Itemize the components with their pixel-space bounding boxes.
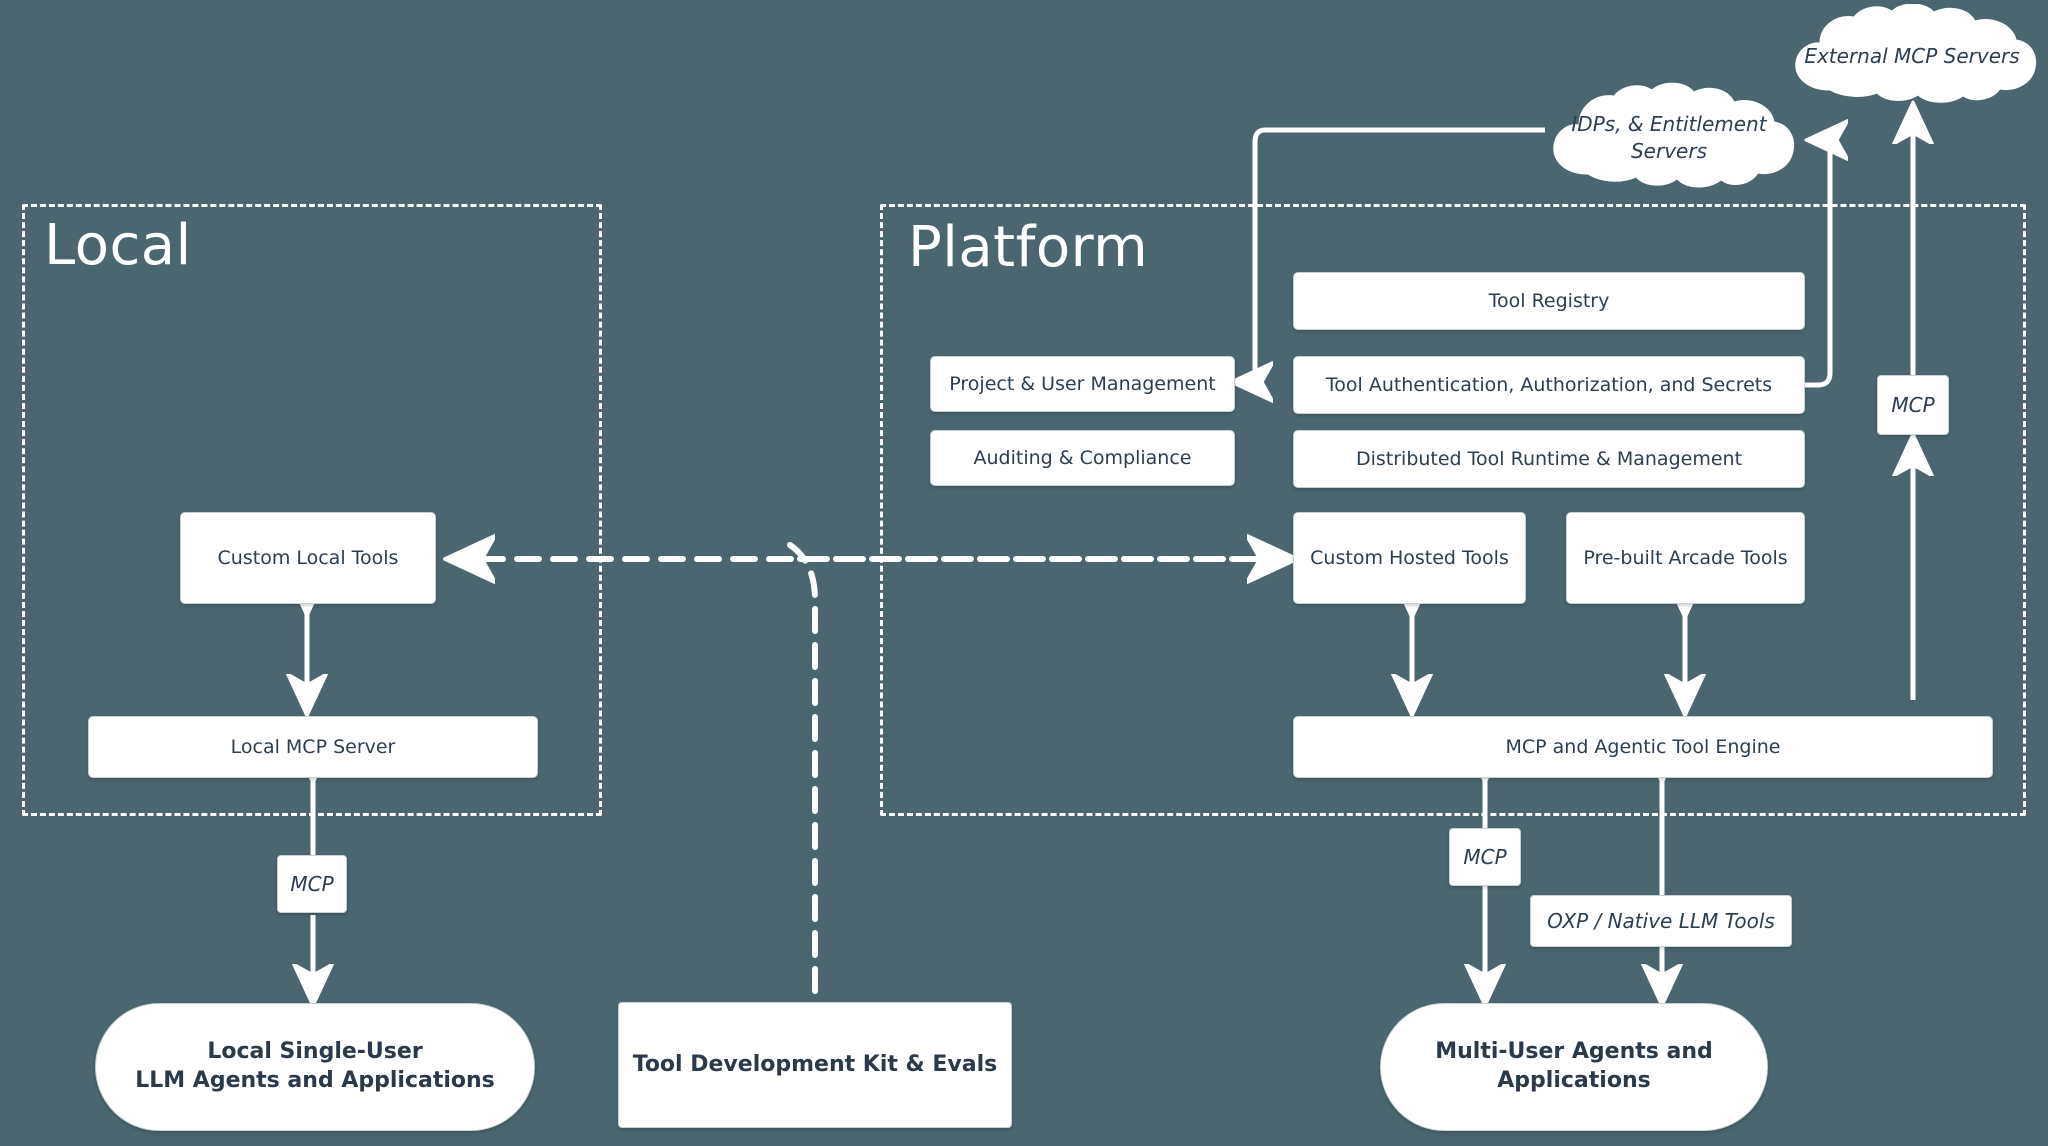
node-tool-development-kit[interactable]: Tool Development Kit & Evals — [618, 1002, 1012, 1128]
cloud-idps-entitlement-servers-label: IDPs, & Entitlement Servers — [1571, 112, 1767, 163]
cloud-external-mcp-servers: External MCP Servers — [1778, 4, 2046, 108]
node-multiuser-agents-line2: Applications — [1497, 1068, 1651, 1093]
node-mcp-agentic-tool-engine[interactable]: MCP and Agentic Tool Engine — [1293, 716, 1993, 778]
zone-platform-title: Platform — [908, 215, 1149, 280]
zone-platform — [880, 204, 2026, 816]
node-tool-registry[interactable]: Tool Registry — [1293, 272, 1805, 330]
tag-local-mcp: MCP — [277, 855, 347, 913]
cloud-shape-icon — [1795, 4, 2037, 103]
cloud-shape-icon — [1553, 82, 1795, 188]
zone-local-title: Local — [44, 213, 192, 278]
node-custom-hosted-tools[interactable]: Custom Hosted Tools — [1293, 512, 1526, 604]
node-custom-local-tools[interactable]: Custom Local Tools — [180, 512, 436, 604]
node-local-agents[interactable]: Local Single-User LLM Agents and Applica… — [95, 1003, 535, 1131]
dashed-tdk-branch — [787, 542, 818, 1003]
tag-platform-mcp-right: MCP — [1877, 375, 1949, 435]
tag-platform-mcp-bottom: MCP — [1449, 828, 1521, 886]
tag-oxp-native-llm-tools: OXP / Native LLM Tools — [1530, 895, 1792, 947]
node-project-user-management[interactable]: Project & User Management — [930, 356, 1235, 412]
node-multiuser-agents-line1: Multi-User Agents and — [1435, 1039, 1713, 1065]
zone-local — [22, 204, 602, 816]
node-distributed-tool-runtime[interactable]: Distributed Tool Runtime & Management — [1293, 430, 1805, 488]
cloud-idps-entitlement-servers: IDPs, & Entitlement Servers — [1538, 82, 1800, 194]
node-prebuilt-arcade-tools[interactable]: Pre-built Arcade Tools — [1566, 512, 1805, 604]
node-local-mcp-server[interactable]: Local MCP Server — [88, 716, 538, 778]
cloud-external-mcp-servers-label: External MCP Servers — [1804, 43, 2020, 68]
node-multiuser-agents[interactable]: Multi-User Agents and Applications — [1380, 1003, 1768, 1131]
node-tool-authentication[interactable]: Tool Authentication, Authorization, and … — [1293, 356, 1805, 414]
node-local-agents-line1: Local Single-User — [207, 1039, 423, 1065]
node-auditing-compliance[interactable]: Auditing & Compliance — [930, 430, 1235, 486]
node-local-agents-line2: LLM Agents and Applications — [135, 1068, 495, 1093]
